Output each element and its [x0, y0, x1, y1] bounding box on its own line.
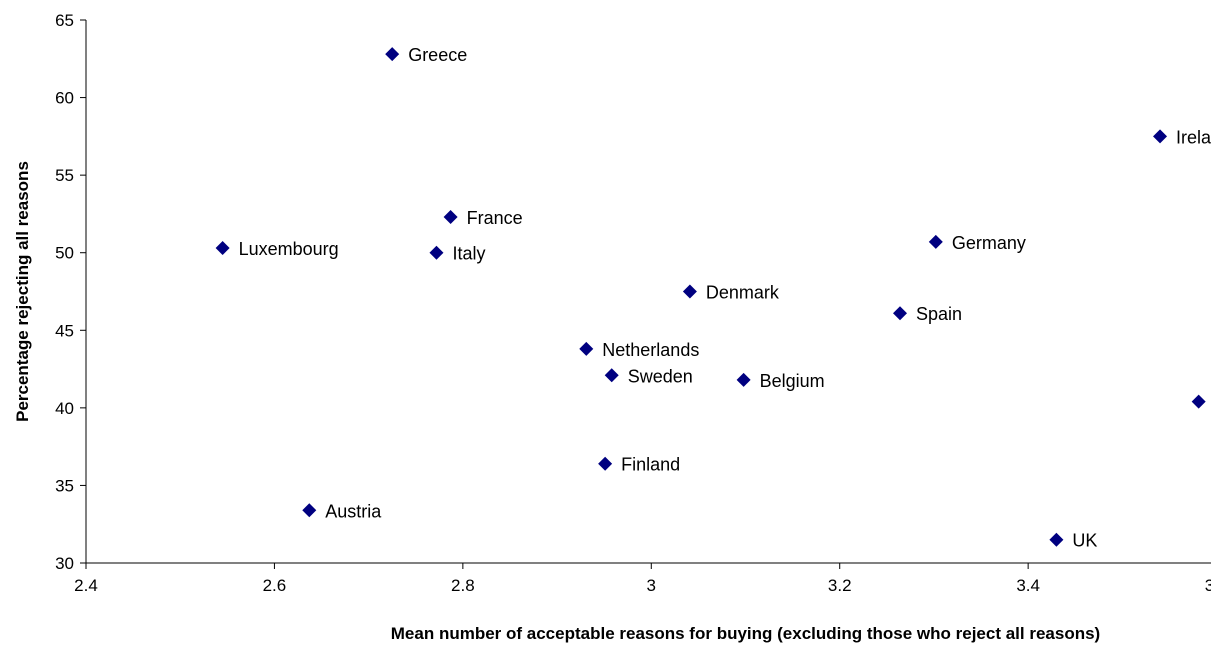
x-tick-label: 2.8 — [451, 576, 475, 595]
data-point-marker — [215, 241, 230, 256]
data-point-marker — [928, 234, 943, 249]
x-tick-label: 3.6 — [1205, 576, 1211, 595]
y-tick-label: 65 — [55, 11, 74, 30]
data-point-label: France — [467, 208, 523, 228]
data-point-label: Italy — [452, 244, 485, 264]
x-tick-label: 2.4 — [74, 576, 98, 595]
x-tick-label: 2.6 — [263, 576, 287, 595]
data-point-label: Finland — [621, 455, 680, 475]
data-point-marker — [443, 210, 458, 225]
y-tick-label: 55 — [55, 166, 74, 185]
data-point-label: Germany — [952, 233, 1026, 253]
data-point-marker — [682, 284, 697, 299]
axes — [85, 20, 1211, 564]
y-tick-label: 35 — [55, 476, 74, 495]
data-point-marker — [604, 368, 619, 383]
x-tick-label: 3.2 — [828, 576, 852, 595]
data-point-label: Denmark — [706, 283, 780, 303]
x-tick-label: 3.4 — [1016, 576, 1040, 595]
data-point-label: Netherlands — [602, 340, 699, 360]
data-point-label: Sweden — [628, 366, 693, 386]
data-point-label: Ireland — [1176, 127, 1211, 147]
y-tick-label: 30 — [55, 554, 74, 573]
ticks: 2.42.62.833.23.43.63.83035404550556065 — [55, 11, 1211, 595]
x-tick-label: 3 — [647, 576, 656, 595]
data-point-label: Luxembourg — [239, 239, 339, 259]
y-tick-label: 40 — [55, 399, 74, 418]
data-point-marker — [1191, 394, 1206, 409]
data-point-marker — [302, 503, 317, 518]
data-point-marker — [736, 372, 751, 387]
data-point-marker — [598, 456, 613, 471]
data-point-label: Spain — [916, 304, 962, 324]
data-point-marker — [579, 341, 594, 356]
data-point-label: Austria — [325, 501, 382, 521]
data-point-label: Greece — [408, 45, 467, 65]
data-point-marker — [1153, 129, 1168, 144]
y-tick-label: 60 — [55, 89, 74, 108]
data-point-marker — [429, 245, 444, 260]
x-axis-title: Mean number of acceptable reasons for bu… — [391, 624, 1100, 643]
y-tick-label: 45 — [55, 321, 74, 340]
data-point-marker — [893, 306, 908, 321]
y-axis-title: Percentage rejecting all reasons — [13, 161, 32, 422]
y-tick-label: 50 — [55, 244, 74, 263]
data-point-label: UK — [1072, 531, 1097, 551]
data-point-marker — [1049, 532, 1064, 547]
data-point-marker — [385, 47, 400, 62]
data-points: GreeceIrelandFranceGermany Luxembourg Ital… — [215, 45, 1211, 551]
data-point-label: Belgium — [760, 371, 825, 391]
